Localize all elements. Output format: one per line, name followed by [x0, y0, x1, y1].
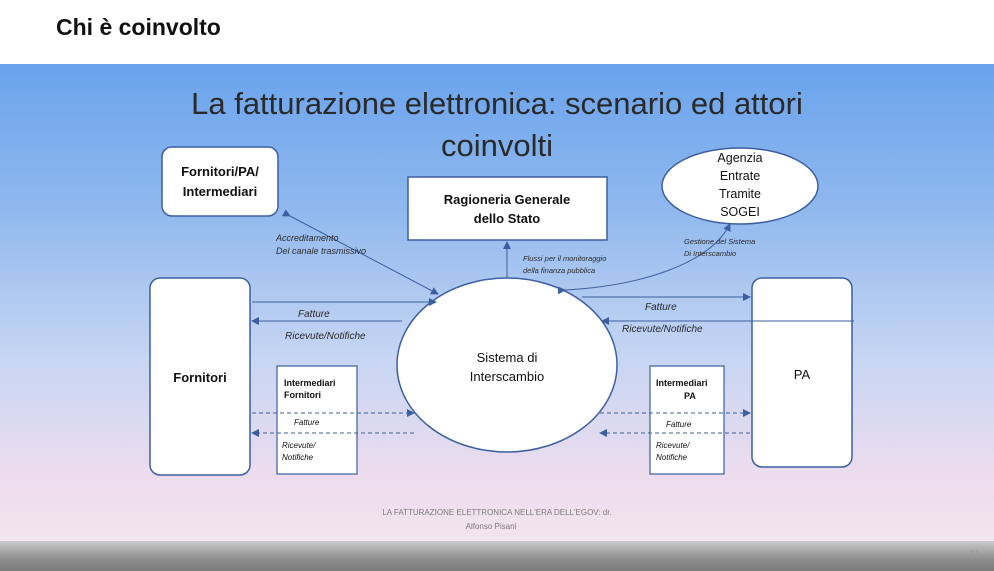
int-pa-ricevute-line2: Notifiche: [656, 453, 688, 462]
ricevute-right-label: Ricevute/Notifiche: [622, 324, 703, 335]
fornitori-box: [149, 277, 251, 476]
fornitori-label: Fornitori: [173, 370, 226, 385]
fatture-left-label: Fatture: [298, 309, 330, 320]
ragioneria-box: [407, 176, 608, 241]
gestione-line1: Gestione del Sistema: [684, 237, 755, 246]
int-forn-fatture-label: Fatture: [294, 418, 320, 427]
int-forn-ricevute-line1: Ricevute/: [282, 441, 316, 450]
fornitori-pa-intermediari-line1: Fornitori/PA/: [181, 164, 259, 179]
fornitori-pa-intermediari-line2: Intermediari: [183, 184, 257, 199]
gestione-line2: Di Interscambio: [684, 249, 736, 258]
accreditamento-line2: Del canale trasmissivo: [276, 246, 366, 256]
slide-image: La fatturazione elettronica: scenario ed…: [0, 64, 994, 541]
ricevute-left-label: Ricevute/Notifiche: [285, 331, 366, 342]
flussi-line2: della finanza pubblica: [523, 266, 595, 275]
footer-line2: Alfonso Pisani: [466, 522, 517, 531]
bottom-bar: 11: [0, 541, 994, 571]
accreditamento-arrow: [281, 209, 439, 295]
agenzia-arrow: [557, 223, 731, 295]
ragioneria-line2: dello Stato: [474, 211, 541, 226]
sistema-line2: Interscambio: [470, 369, 544, 384]
intermediari-fornitori-line1: Intermediari: [284, 378, 336, 388]
flussi-line1: Flussi per il monitoraggio: [523, 254, 606, 263]
accreditamento-line1: Accreditamento: [275, 233, 339, 243]
slide-title-line2: coinvolti: [441, 128, 553, 163]
page-title: Chi è coinvolto: [56, 14, 221, 40]
pa-box: [751, 277, 853, 468]
intermediari-fornitori-line2: Fornitori: [284, 390, 321, 400]
fornitori-pa-intermediari-box: [161, 146, 279, 217]
diagram: La fatturazione elettronica: scenario ed…: [149, 86, 854, 531]
intermediari-pa-line1: Intermediari: [656, 378, 708, 388]
int-pa-fatture-label: Fatture: [666, 420, 692, 429]
sistema-interscambio-circle: [396, 277, 618, 453]
int-forn-ricevute-line2: Notifiche: [282, 453, 314, 462]
slide-number: 11: [969, 549, 980, 560]
pa-label: PA: [794, 367, 811, 382]
agenzia-line4: SOGEI: [720, 205, 760, 219]
sistema-line1: Sistema di: [477, 350, 538, 365]
agenzia-line1: Agenzia: [717, 151, 762, 165]
footer-line1: LA FATTURAZIONE ELETTRONICA NELL'ERA DEL…: [382, 508, 611, 517]
fatture-right-label: Fatture: [645, 302, 677, 313]
ragioneria-line1: Ragioneria Generale: [444, 192, 570, 207]
intermediari-fornitori-box: [276, 365, 358, 475]
int-pa-ricevute-line1: Ricevute/: [656, 441, 690, 450]
slide-title-line1: La fatturazione elettronica: scenario ed…: [191, 86, 803, 121]
agenzia-line3: Tramite: [719, 187, 761, 201]
intermediari-pa-box: [649, 365, 725, 475]
agenzia-ellipse: [661, 147, 819, 225]
intermediari-pa-line2: PA: [684, 391, 696, 401]
agenzia-line2: Entrate: [720, 169, 760, 183]
